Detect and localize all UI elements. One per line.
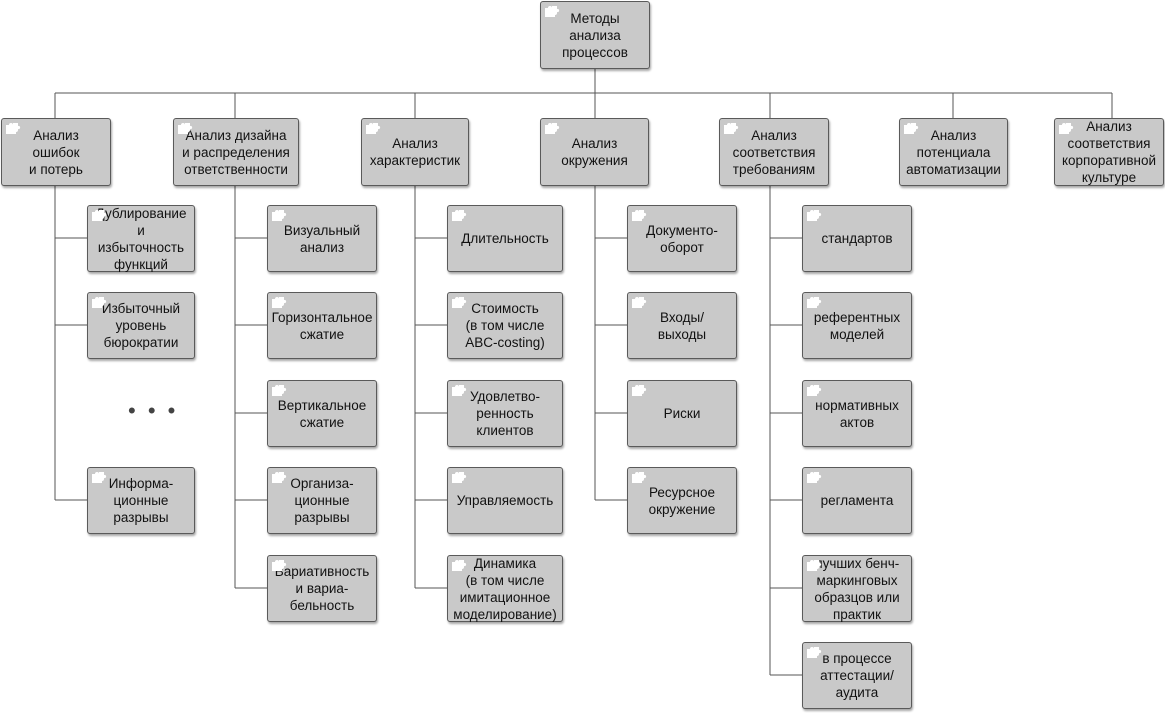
puzzle-icon: [543, 121, 561, 136]
node-reference-models[interactable]: референтных моделей: [802, 292, 912, 359]
node-label: Анализ соответствия требованиям: [732, 127, 816, 177]
puzzle-icon: [805, 208, 823, 223]
node-label: Ресурсное окружение: [648, 484, 716, 517]
node-label: нормативных актов: [815, 397, 899, 430]
node-label: стандартов: [821, 231, 893, 246]
node-label: Динамика (в том числе имитационное модел…: [453, 555, 557, 622]
node-label: Вариативность и вариа- бельность: [274, 564, 370, 613]
puzzle-icon: [450, 558, 468, 573]
node-vertical-compression[interactable]: Вертикальное сжатие: [267, 380, 377, 447]
puzzle-icon: [450, 208, 468, 223]
puzzle-icon: [450, 295, 468, 310]
node-label: Организа- ционные разрывы: [290, 476, 354, 525]
ellipsis: • • •: [128, 398, 179, 423]
node-label: Визуальный анализ: [283, 222, 361, 255]
node-cost[interactable]: Стоимость (в том числе ABC-costing): [447, 292, 563, 359]
puzzle-icon: [90, 470, 108, 485]
puzzle-icon: [450, 470, 468, 485]
node-variability[interactable]: Вариативность и вариа- бельность: [267, 555, 377, 622]
node-horizontal-compression[interactable]: Горизонтальное сжатие: [267, 292, 377, 359]
node-label: Информа- ционные разрывы: [108, 476, 174, 525]
node-label: Анализ окружения: [561, 136, 628, 168]
node-label: Удовлетво- ренность клиентов: [470, 389, 540, 438]
root-node-methods[interactable]: Методы анализа процессов: [540, 1, 650, 69]
puzzle-icon: [176, 121, 194, 136]
puzzle-icon: [450, 383, 468, 398]
puzzle-icon: [805, 558, 823, 573]
node-benchmarking[interactable]: лучших бенч- маркинговых образцов или пр…: [802, 555, 912, 622]
puzzle-icon: [722, 121, 740, 136]
node-label: Анализ соответствия корпоративной культу…: [1061, 119, 1156, 185]
node-document-flow[interactable]: Документо- оборот: [627, 205, 737, 272]
node-corporate-culture[interactable]: Анализ соответствия корпоративной культу…: [1054, 118, 1164, 186]
node-manageability[interactable]: Управляемость: [447, 467, 563, 534]
node-audit[interactable]: в процессе аттестации/ аудита: [802, 642, 912, 709]
node-design-responsibility[interactable]: Анализ дизайна и распределения ответстве…: [173, 118, 299, 186]
puzzle-icon: [630, 295, 648, 310]
node-regulatory-acts[interactable]: нормативных актов: [802, 380, 912, 447]
node-bureaucracy[interactable]: Избыточный уровень бюрократии: [87, 292, 195, 359]
node-label: Стоимость (в том числе ABC-costing): [465, 301, 545, 350]
root-label: Методы анализа процессов: [562, 10, 628, 60]
node-duration[interactable]: Длительность: [447, 205, 563, 272]
puzzle-icon: [805, 470, 823, 485]
puzzle-icon: [902, 121, 920, 136]
puzzle-icon: [805, 383, 823, 398]
node-label: Входы/ выходы: [657, 309, 707, 342]
node-info-gaps[interactable]: Информа- ционные разрывы: [87, 467, 195, 534]
puzzle-icon: [270, 383, 288, 398]
node-label: Документо- оборот: [646, 222, 718, 255]
node-label: Анализ потенциала автоматизации: [906, 127, 1001, 177]
node-label: Анализ ошибок и потерь: [29, 127, 83, 177]
node-label: Избыточный уровень бюрократии: [101, 301, 181, 350]
node-satisfaction[interactable]: Удовлетво- ренность клиентов: [447, 380, 563, 447]
node-label: Вертикальное сжатие: [277, 397, 367, 430]
node-resource-environment[interactable]: Ресурсное окружение: [627, 467, 737, 534]
puzzle-icon: [630, 208, 648, 223]
puzzle-icon: [1057, 121, 1075, 136]
puzzle-icon: [543, 4, 561, 19]
puzzle-icon: [90, 208, 108, 223]
node-risks[interactable]: Риски: [627, 380, 737, 447]
puzzle-icon: [364, 121, 382, 136]
node-label: лучших бенч- маркинговых образцов или пр…: [814, 555, 900, 622]
puzzle-icon: [630, 383, 648, 398]
node-label: Длительность: [461, 231, 549, 246]
puzzle-icon: [805, 645, 823, 660]
node-characteristics[interactable]: Анализ характеристик: [361, 118, 469, 186]
puzzle-icon: [805, 295, 823, 310]
node-label: Анализ характеристик: [369, 136, 461, 168]
puzzle-icon: [4, 121, 22, 136]
node-environment[interactable]: Анализ окружения: [540, 118, 649, 186]
node-errors-losses[interactable]: Анализ ошибок и потерь: [1, 118, 111, 186]
node-dynamics[interactable]: Динамика (в том числе имитационное модел…: [447, 555, 563, 622]
puzzle-icon: [630, 470, 648, 485]
node-regulation[interactable]: регламента: [802, 467, 912, 534]
node-label: регламента: [820, 493, 894, 508]
node-visual-analysis[interactable]: Визуальный анализ: [267, 205, 377, 272]
node-automation-potential[interactable]: Анализ потенциала автоматизации: [899, 118, 1008, 186]
node-label: референтных моделей: [813, 309, 901, 342]
node-label: Горизонтальное сжатие: [271, 309, 373, 342]
node-org-gaps[interactable]: Организа- ционные разрывы: [267, 467, 377, 534]
puzzle-icon: [270, 295, 288, 310]
node-inputs-outputs[interactable]: Входы/ выходы: [627, 292, 737, 359]
puzzle-icon: [270, 208, 288, 223]
puzzle-icon: [270, 470, 288, 485]
node-label: Дублирование и избыточность функций: [95, 205, 187, 272]
node-label: Управляемость: [456, 493, 554, 508]
puzzle-icon: [270, 558, 288, 573]
node-compliance[interactable]: Анализ соответствия требованиям: [719, 118, 829, 186]
puzzle-icon: [90, 295, 108, 310]
node-duplication[interactable]: Дублирование и избыточность функций: [87, 205, 195, 272]
node-label: Анализ дизайна и распределения ответстве…: [182, 127, 290, 177]
node-standards[interactable]: стандартов: [802, 205, 912, 272]
node-label: Риски: [663, 406, 701, 421]
node-label: в процессе аттестации/ аудита: [820, 651, 894, 700]
